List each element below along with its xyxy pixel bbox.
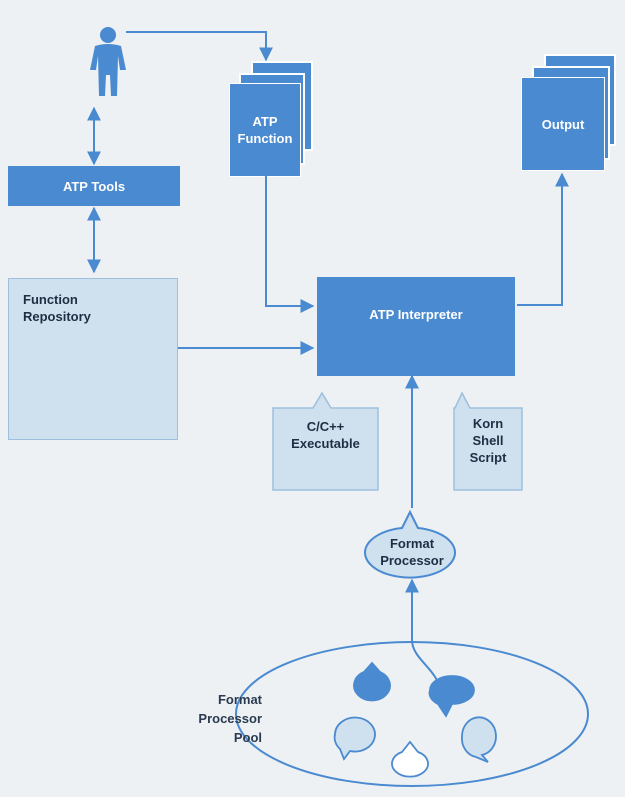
atp-function-box: ATP Function — [230, 84, 300, 176]
arrow-function-to-interpreter — [265, 176, 315, 313]
pool-processor-blobs — [333, 661, 497, 778]
arrow-interpreter-to-output — [517, 172, 569, 306]
flow-arrows — [87, 31, 569, 694]
function-repository-label: Function Repository — [23, 292, 91, 324]
pool-blob-3 — [333, 716, 376, 761]
atp-function-label: ATP Function — [237, 114, 293, 146]
output-label: Output — [541, 116, 585, 132]
format-processor-bubble — [364, 509, 456, 579]
pool-blob-1 — [353, 661, 391, 702]
c-executable-label: C/C++ Executable — [291, 419, 360, 451]
format-processor-label: Format Processor — [380, 536, 444, 568]
korn-shell-script-label: Korn Shell Script — [469, 416, 507, 465]
atp-tools-label: ATP Tools — [62, 178, 126, 194]
atp-interpreter-label: ATP Interpreter — [369, 307, 463, 322]
arrow-user-to-function — [126, 31, 273, 62]
pool-blob-2 — [428, 675, 475, 718]
arrow-pool-to-format-processor — [405, 578, 441, 694]
output-box: Output — [522, 78, 604, 170]
atp-interpreter-box: ATP Interpreter — [317, 277, 515, 376]
atp-tools-box: ATP Tools — [8, 166, 180, 206]
c-executable-callout — [272, 391, 379, 491]
pool-blob-5 — [461, 716, 497, 763]
user-icon — [90, 27, 126, 96]
korn-shell-callout — [453, 391, 523, 491]
function-repository-box: Function Repository — [8, 278, 178, 440]
format-processor-pool-label: Format Processor Pool — [198, 692, 262, 745]
pool-blob-4 — [391, 740, 429, 778]
